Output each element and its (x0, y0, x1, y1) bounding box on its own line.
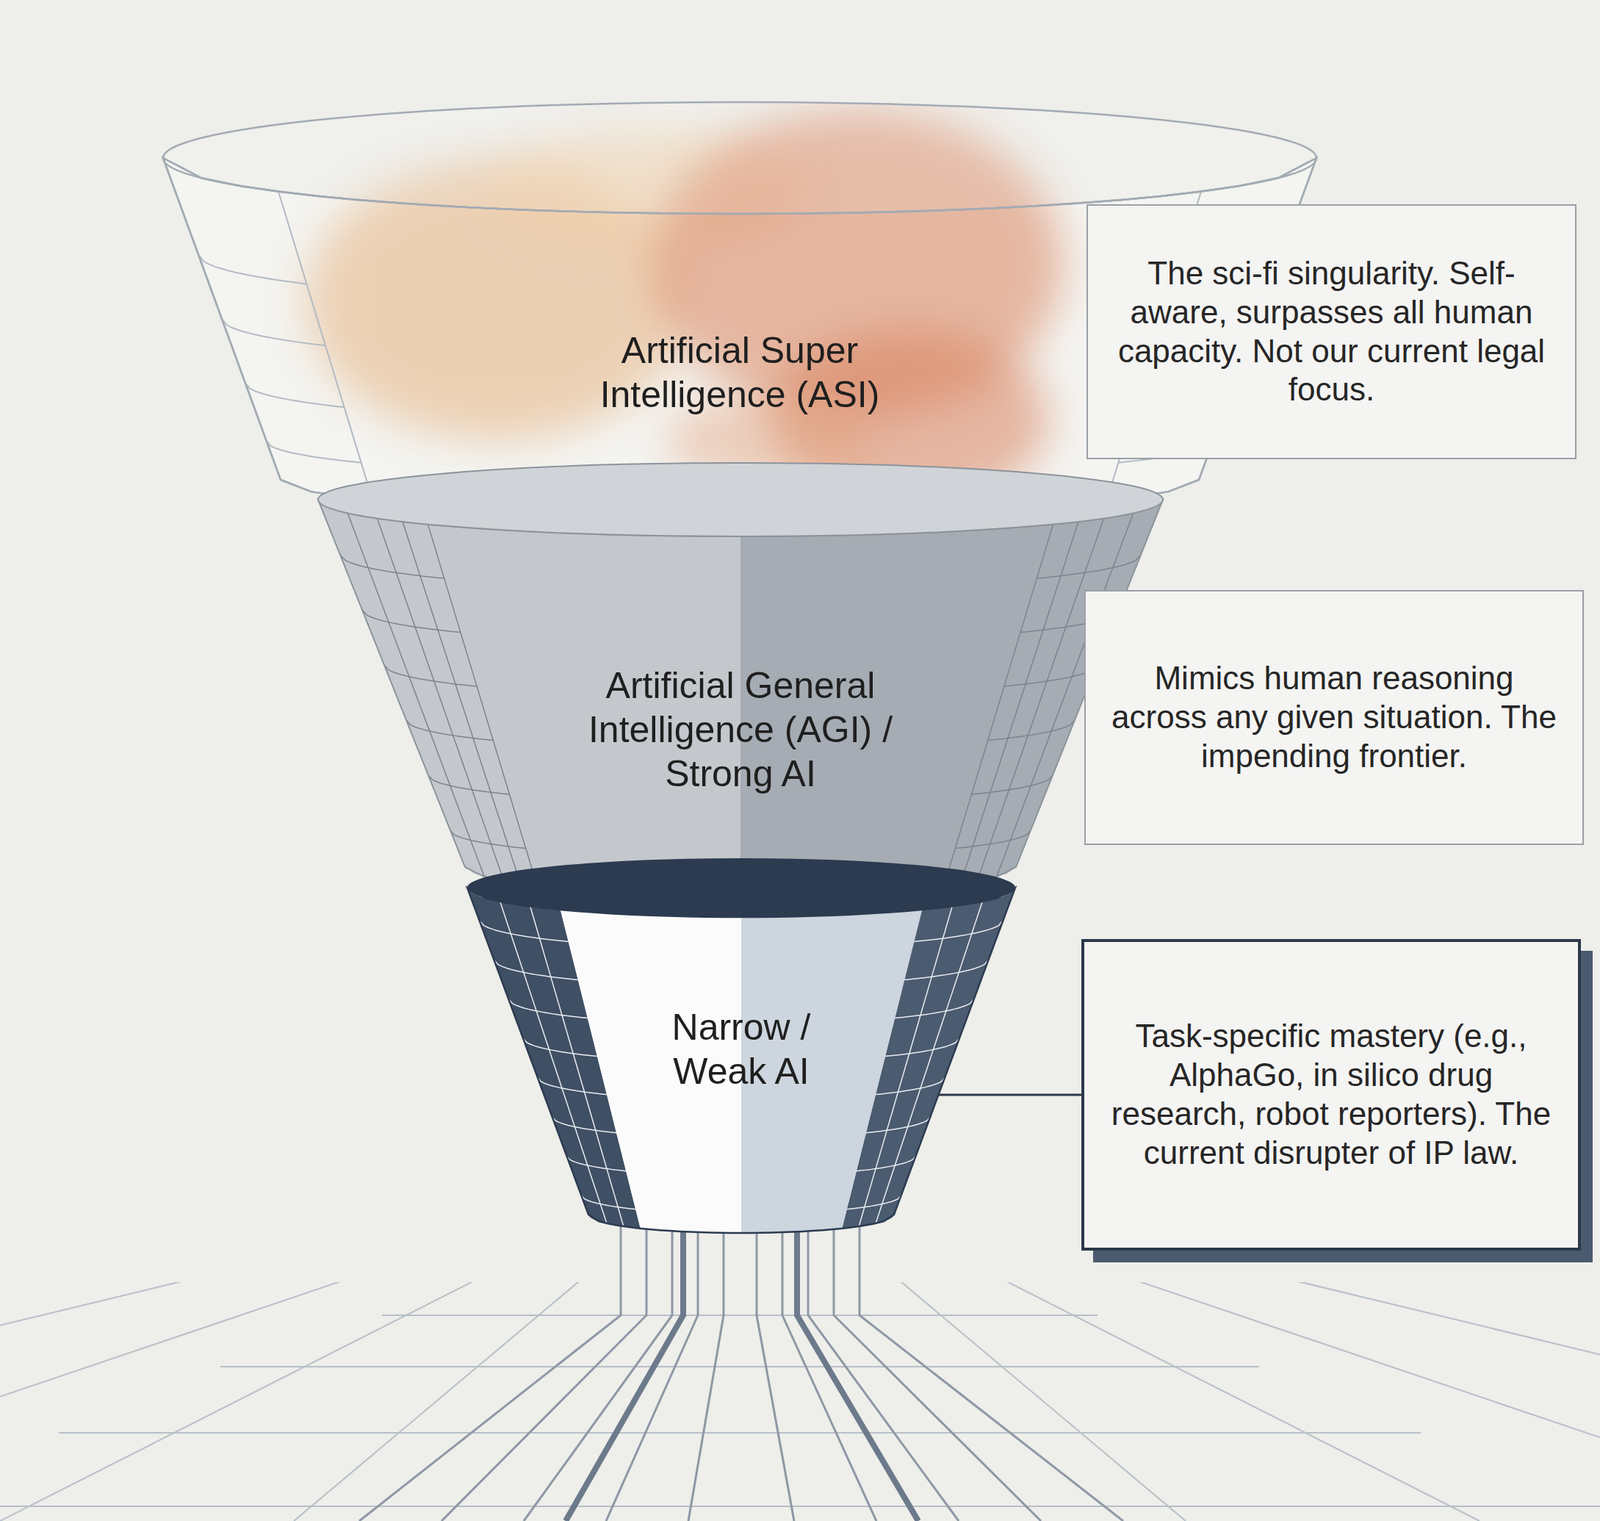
grid-line (450, 830, 526, 849)
stem-bars (565, 1204, 919, 1521)
stem-lines (359, 1204, 1124, 1521)
floor-line (739, 1281, 1480, 1521)
grid-line (384, 664, 477, 687)
floor-line (58, 1431, 1421, 1434)
tier-shape (467, 858, 1016, 1241)
stem-bar (797, 1204, 919, 1521)
callout-box: The sci-fi singularity. Self-aware, surp… (1086, 204, 1577, 460)
tier-outline (318, 499, 1163, 893)
grid-line (866, 1116, 931, 1133)
tier-label: Artificial Super Intelligence (ASI) (584, 328, 897, 417)
grid-line (875, 901, 983, 1224)
floor-line (220, 1365, 1260, 1368)
callout-text: Mimics human reasoning across any given … (1106, 658, 1562, 776)
floor-line (293, 1281, 740, 1521)
grid-line (362, 609, 461, 633)
floor-line (739, 1281, 1600, 1521)
grid-line (913, 920, 1003, 942)
stem-line (833, 1204, 1041, 1521)
grid-line (479, 920, 569, 942)
grid-line (847, 1194, 902, 1209)
grid-line (552, 1116, 618, 1133)
grid-line (885, 1038, 960, 1057)
grid-line (894, 998, 975, 1018)
floor-line (0, 1281, 740, 1521)
floor-line (382, 1314, 1098, 1316)
grid-line (537, 1076, 607, 1095)
floor-line (739, 1281, 1600, 1521)
grid-line (493, 959, 578, 980)
floor-line (0, 1281, 740, 1521)
grid-line (198, 254, 307, 284)
tier-grid (340, 512, 1141, 884)
grid-line (988, 719, 1075, 741)
grid-line (1036, 554, 1141, 579)
grid-line (428, 775, 510, 795)
tier-label: Narrow / Weak AI (631, 1004, 852, 1094)
funnel-tier: Narrow / Weak AI (467, 858, 1016, 1241)
grid-line (266, 440, 362, 463)
grid-line (875, 1076, 945, 1095)
stem-line (441, 1204, 647, 1521)
callout-box: Mimics human reasoning across any given … (1084, 589, 1584, 845)
grid-line (955, 830, 1031, 849)
stem-line (688, 1204, 724, 1521)
callout-text: Task-specific mastery (e.g., AlphaGo, in… (1104, 1016, 1558, 1172)
tier-rim (467, 858, 1016, 917)
grid-line (523, 1038, 598, 1057)
stem-bar (565, 1204, 684, 1521)
grid-line (530, 906, 624, 1227)
grid-line (500, 901, 607, 1224)
callout-box: Task-specific mastery (e.g., AlphaGo, in… (1081, 938, 1581, 1251)
grid-line (221, 318, 326, 346)
grid-line (581, 1194, 636, 1209)
floor-line (0, 1281, 740, 1521)
floor-line (0, 1505, 1600, 1507)
grid-line (508, 998, 588, 1018)
floor-line (739, 1281, 1186, 1521)
tier-label: Artificial General Intelligence (AGI) / … (584, 663, 897, 796)
leader-line (938, 1093, 1082, 1097)
funnel-tier: Artificial General Intelligence (AGI) / … (318, 462, 1163, 897)
callout-text: The sci-fi singularity. Self-aware, surp… (1108, 254, 1555, 410)
grid-line (971, 775, 1054, 795)
grid-line (340, 554, 445, 579)
grid-line (1004, 664, 1097, 687)
tier-outline (467, 887, 1016, 1233)
tier-grid (479, 901, 1004, 1227)
grid-line (858, 906, 953, 1227)
stem-line (756, 1204, 795, 1521)
grid-line (245, 383, 345, 408)
grid-line (856, 1155, 917, 1171)
grid-line (904, 959, 989, 980)
tier-top (318, 462, 1163, 537)
grid-line (566, 1155, 626, 1171)
stem-line (523, 1204, 673, 1521)
floor-lines (0, 1281, 1600, 1521)
stem-line (859, 1204, 1124, 1521)
grid-line (406, 719, 493, 741)
